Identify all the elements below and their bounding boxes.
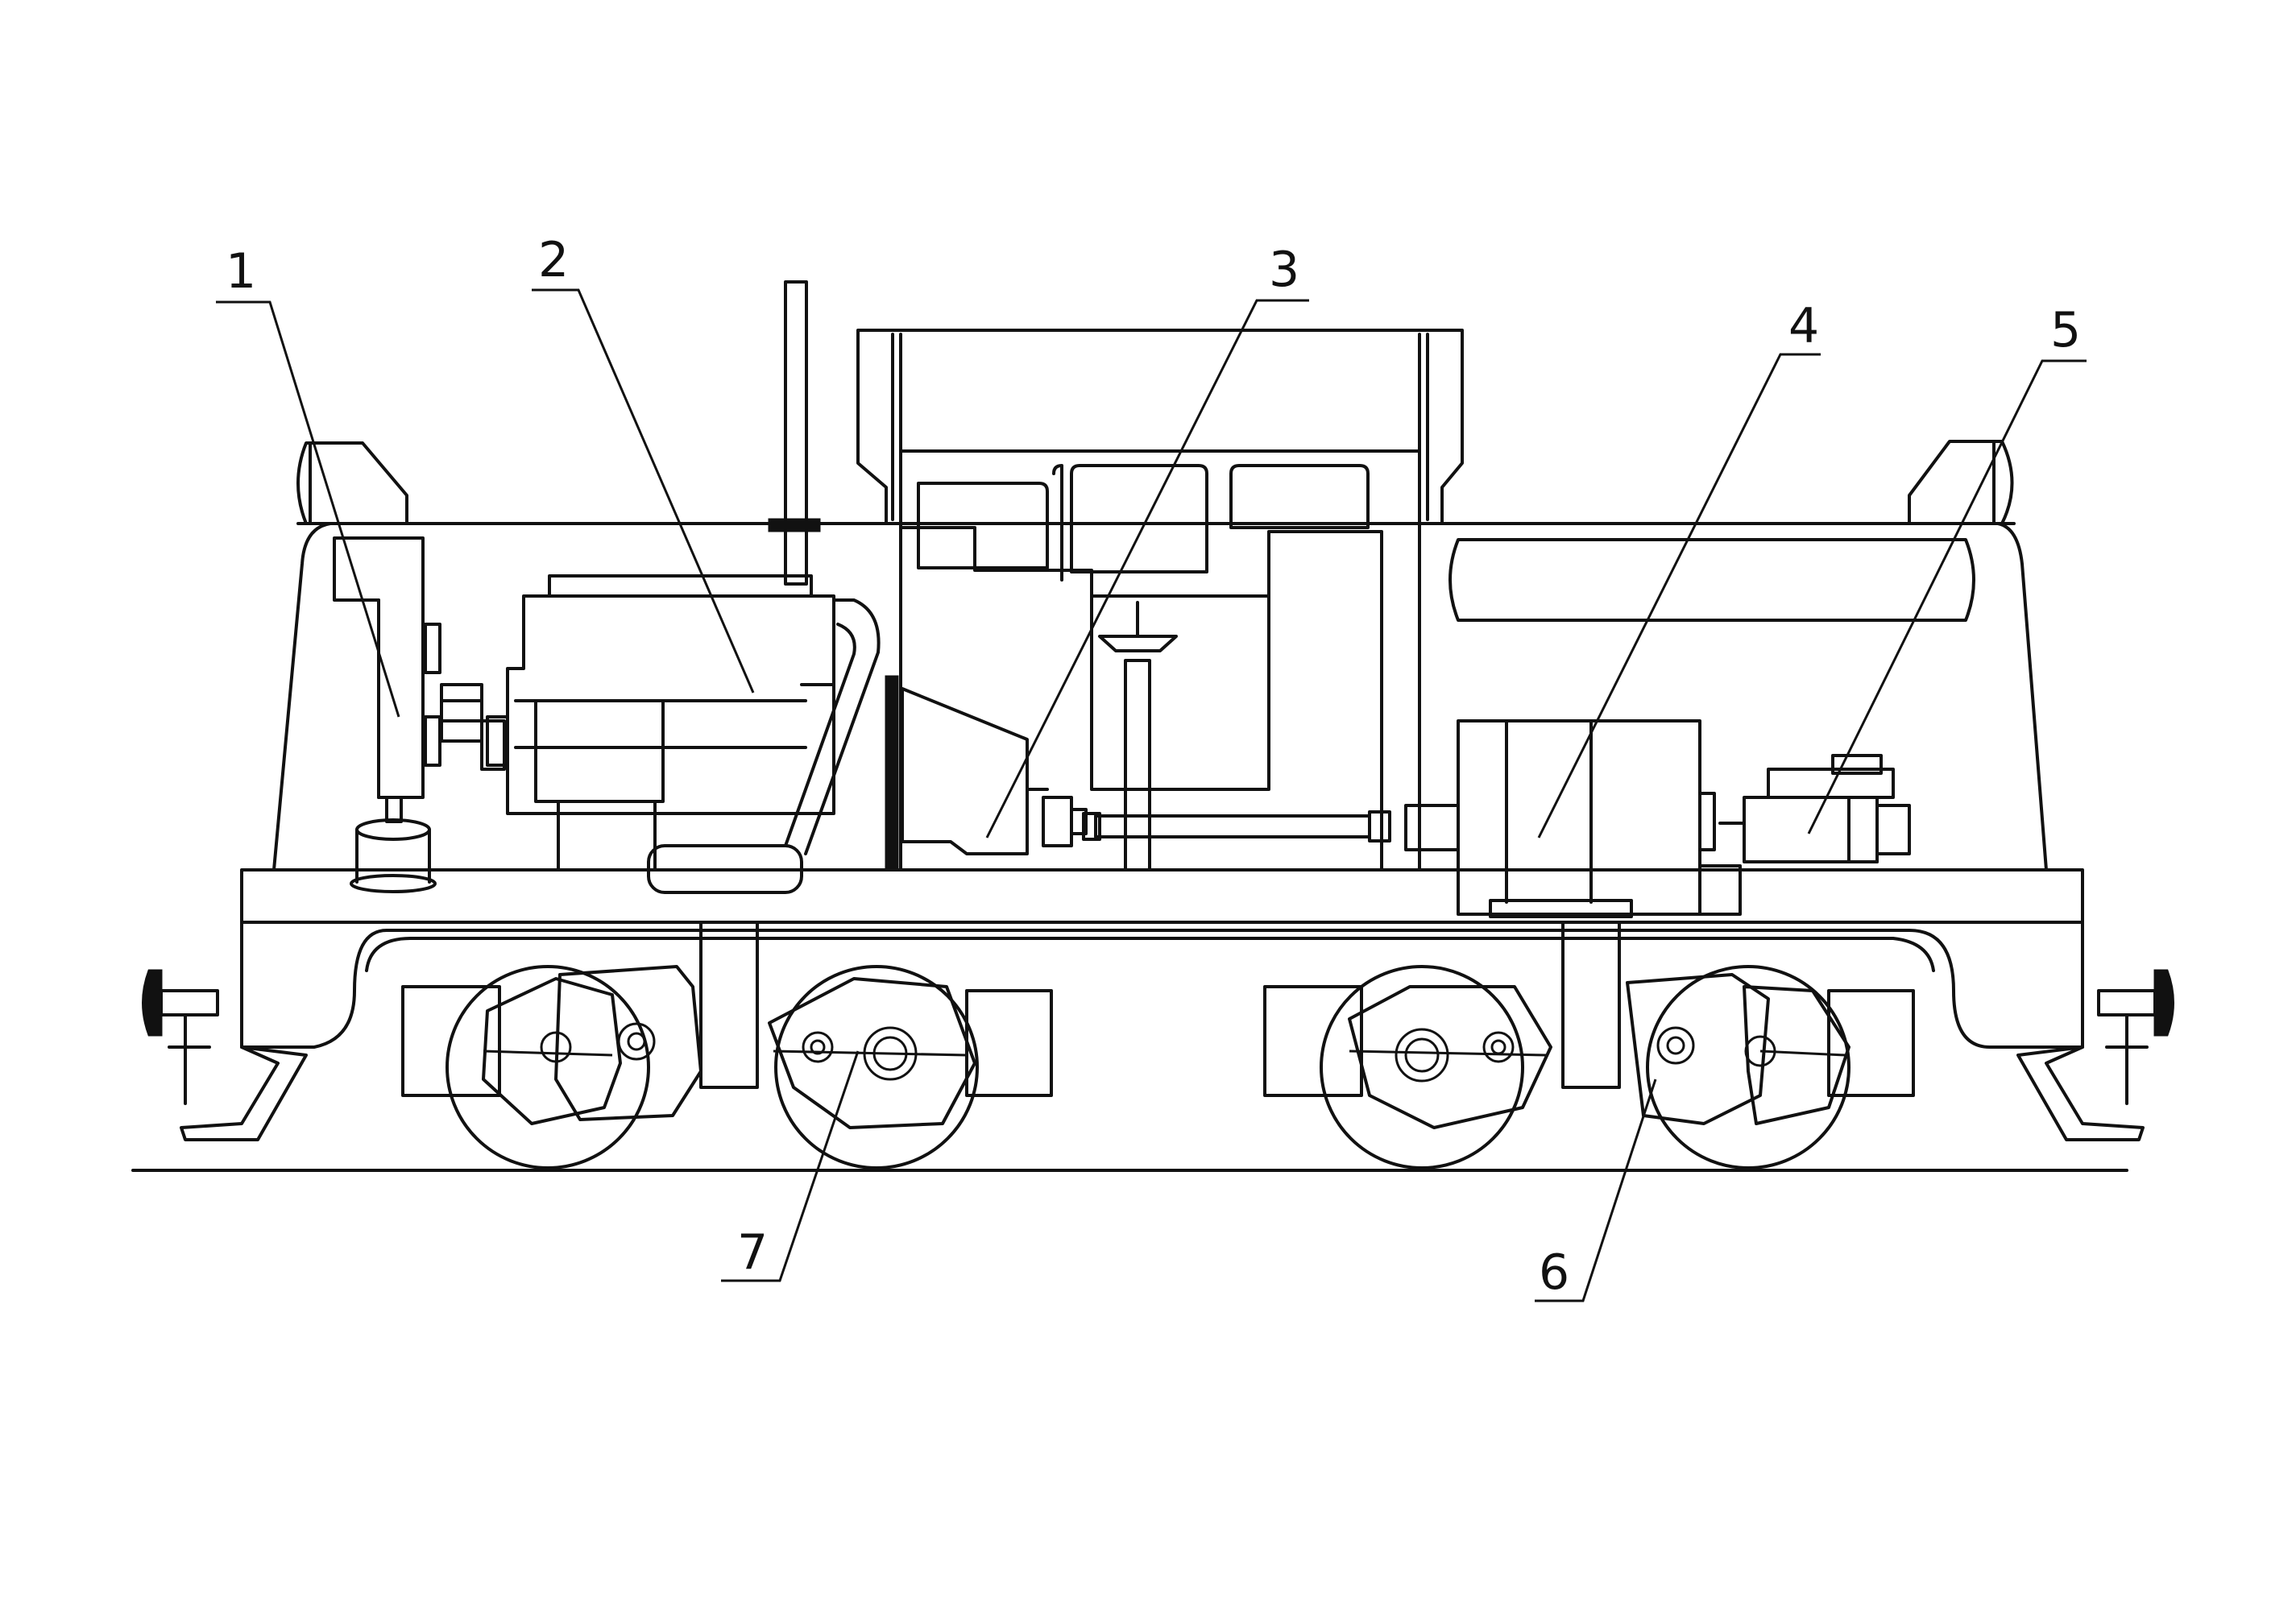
leader-2 <box>532 288 755 694</box>
callout-2: 2 <box>538 232 569 288</box>
callout-4: 4 <box>1788 298 1819 354</box>
main-frame <box>240 868 2084 1049</box>
leader-3 <box>985 299 1309 838</box>
bogie-right <box>1263 921 1915 1170</box>
coupler-left <box>142 969 308 1141</box>
leader-6 <box>1535 1079 1657 1302</box>
radiator-fan <box>333 536 506 893</box>
hood-body <box>272 440 2048 872</box>
leader-7 <box>721 1050 860 1282</box>
callout-6: 6 <box>1539 1244 1569 1301</box>
callout-7: 7 <box>737 1224 768 1281</box>
bogie-left <box>401 921 1053 1170</box>
exhaust-stack <box>768 280 821 586</box>
callout-1: 1 <box>226 243 256 300</box>
cab <box>856 329 1464 872</box>
callout-labels: 1 2 3 4 5 6 7 <box>226 232 2081 1301</box>
gearbox <box>901 601 1391 872</box>
axle-drive <box>1404 719 1742 918</box>
leader-4 <box>1537 353 1821 838</box>
cab-windows <box>917 464 1370 582</box>
callout-3: 3 <box>1269 242 1299 298</box>
leader-5 <box>1807 359 2087 834</box>
leader-1 <box>216 300 400 718</box>
engine <box>486 574 881 894</box>
compressor-motor <box>1698 754 1911 863</box>
callout-leaders <box>216 288 2087 1302</box>
callout-5: 5 <box>2050 302 2081 358</box>
coupler-right <box>2016 969 2174 1141</box>
